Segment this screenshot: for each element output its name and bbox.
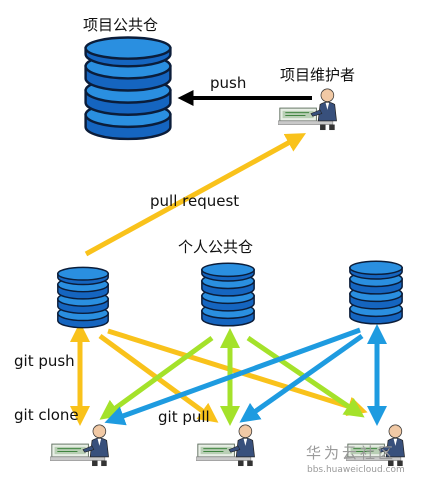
- maintainer-person-icon: [278, 88, 337, 131]
- maintainer-label: 项目维护者: [280, 66, 355, 84]
- git-push-label: git push: [14, 352, 75, 370]
- main-repo-database-icon: [84, 36, 172, 141]
- git-pull-label: git pull: [158, 408, 210, 426]
- developer-middle-person-icon: [196, 424, 255, 467]
- git-clone-label: git clone: [14, 406, 79, 424]
- blue-arrow-right-to-mid: [239, 333, 364, 423]
- watermark-url: bbs.huaweicloud.com: [307, 465, 405, 475]
- personal-repo-left-database-icon: [57, 266, 109, 329]
- developer-left-person-icon: [50, 424, 109, 467]
- personal-repo-right-database-icon: [349, 260, 403, 325]
- push-label: push: [210, 74, 246, 92]
- personal-repo-label: 个人公共仓: [178, 238, 253, 256]
- green-arrow-mid-to-left: [99, 335, 214, 420]
- personal-repo-middle-database-icon: [201, 262, 255, 327]
- pull-request-label: pull request: [150, 192, 239, 210]
- blue-arrow-right-to-left: [104, 327, 361, 426]
- main-repo-label: 项目公共仓: [83, 16, 158, 34]
- pull-request-arrow: [84, 133, 307, 257]
- watermark-brand: 华为云社区: [306, 444, 396, 462]
